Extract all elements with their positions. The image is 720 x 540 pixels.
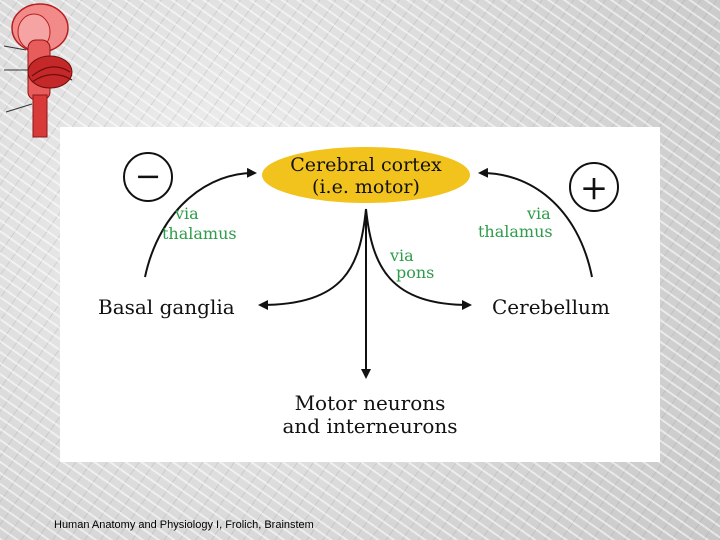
via-thalamus-left-line1: via — [174, 204, 199, 223]
arrow-basal-to-cortex — [144, 167, 257, 278]
arrow-cortex-to-cerebellum — [365, 208, 472, 310]
motor-pathway-diagram: Cerebral cortex (i.e. motor) − + via tha… — [98, 147, 619, 438]
arrow-cortex-to-basal — [258, 208, 367, 310]
basal-ganglia-label: Basal ganglia — [98, 295, 235, 319]
diagram-panel: Cerebral cortex (i.e. motor) − + via tha… — [60, 127, 660, 462]
cerebellum-label: Cerebellum — [492, 295, 610, 319]
via-thalamus-left-line2: thalamus — [162, 224, 237, 243]
via-thalamus-right-line1: via — [526, 204, 551, 223]
via-pons-line1: via — [389, 246, 414, 265]
via-pons-line2: pons — [396, 263, 434, 282]
cerebral-cortex-node — [262, 147, 470, 203]
cerebral-cortex-label-line1: Cerebral cortex — [290, 154, 442, 176]
motor-neurons-label-line2: and interneurons — [282, 414, 457, 438]
cerebral-cortex-label-line2: (i.e. motor) — [312, 176, 420, 198]
motor-neurons-label-line1: Motor neurons — [295, 391, 446, 415]
brainstem-logo-icon — [3, 3, 73, 138]
via-thalamus-right-line2: thalamus — [478, 222, 553, 241]
excitatory-plus-icon — [569, 162, 619, 212]
inhibitory-minus-icon — [123, 152, 173, 202]
footer-caption: Human Anatomy and Physiology I, Frolich,… — [54, 519, 314, 531]
minus-sign: − — [135, 157, 162, 195]
arrow-cerebellum-to-cortex — [478, 167, 593, 278]
plus-sign: + — [580, 168, 609, 208]
